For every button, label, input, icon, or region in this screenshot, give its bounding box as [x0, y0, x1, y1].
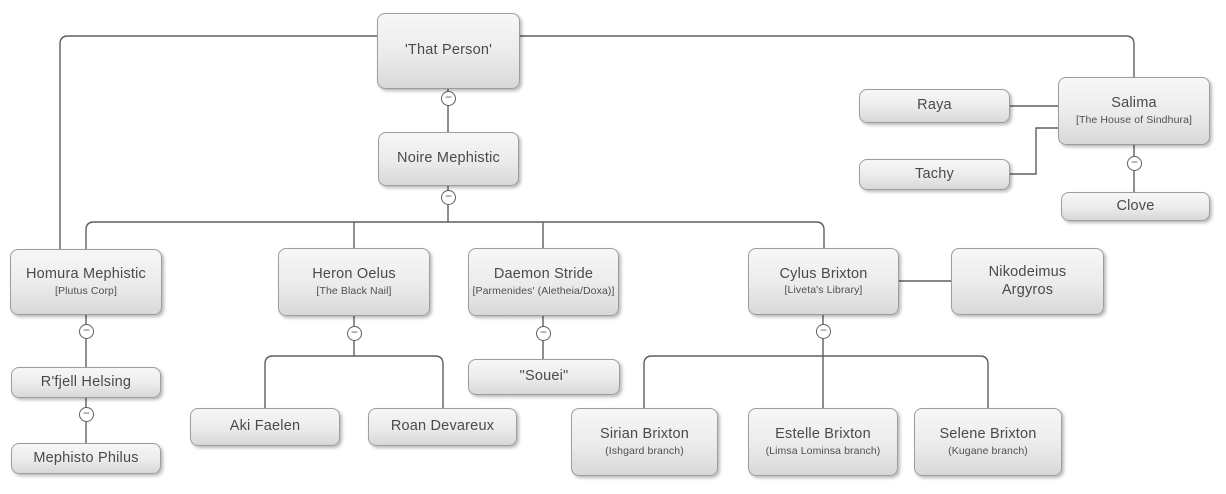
tree-node-cylus-brixton[interactable]: Cylus Brixton [Liveta's Library] — [748, 248, 899, 315]
collapse-toggle-icon[interactable]: − — [536, 326, 551, 341]
tree-node-sirian-brixton[interactable]: Sirian Brixton (Ishgard branch) — [571, 408, 718, 476]
node-name: "Souei" — [519, 368, 569, 385]
connector-children-rail-heron — [264, 355, 444, 408]
tree-node-clove[interactable]: Clove — [1061, 192, 1210, 221]
tree-node-heron-oelus[interactable]: Heron Oelus [The Black Nail] — [278, 248, 430, 316]
node-name: Homura Mephistic — [25, 266, 147, 283]
tree-node-tachy[interactable]: Tachy — [859, 159, 1010, 190]
node-subtitle: [Liveta's Library] — [784, 284, 863, 297]
node-name: Nikodeimus Argyros — [988, 263, 1067, 298]
node-subtitle: [The House of Sindhura] — [1075, 113, 1193, 126]
tree-node-homura-mephistic[interactable]: Homura Mephistic [Plutus Corp] — [10, 249, 162, 315]
node-subtitle: (Kugane branch) — [948, 444, 1028, 457]
tree-node-mephisto-philus[interactable]: Mephisto Philus — [11, 443, 161, 474]
tree-node-rfjell-helsing[interactable]: R'fjell Helsing — [11, 367, 161, 398]
connector-tachy-salima — [1010, 127, 1058, 175]
collapse-toggle-icon[interactable]: − — [347, 326, 362, 341]
node-name: Mephisto Philus — [33, 449, 139, 466]
node-name: Estelle Brixton — [775, 426, 871, 443]
node-name: 'That Person' — [404, 42, 493, 59]
node-subtitle: (Limsa Lominsa branch) — [765, 444, 881, 457]
node-name: Sirian Brixton — [599, 426, 690, 443]
collapse-toggle-icon[interactable]: − — [441, 190, 456, 205]
collapse-toggle-icon[interactable]: − — [79, 324, 94, 339]
tree-node-estelle-brixton[interactable]: Estelle Brixton (Limsa Lominsa branch) — [748, 408, 898, 476]
node-subtitle: [Parmenides' (Aletheia/Doxa)] — [472, 284, 615, 297]
collapse-toggle-icon[interactable]: − — [441, 91, 456, 106]
tree-node-raya[interactable]: Raya — [859, 89, 1010, 123]
connector-children-rail-cylus — [643, 355, 989, 408]
node-name: Noire Mephistic — [397, 150, 500, 167]
collapse-toggle-icon[interactable]: − — [79, 407, 94, 422]
tree-node-daemon-stride[interactable]: Daemon Stride [Parmenides' (Aletheia/Dox… — [468, 248, 619, 316]
node-name: Heron Oelus — [312, 266, 396, 283]
tree-node-that-person[interactable]: 'That Person' — [377, 13, 520, 89]
node-name: Tachy — [915, 165, 954, 182]
node-name: Selene Brixton — [939, 426, 1037, 443]
node-name: Daemon Stride — [493, 266, 594, 283]
collapse-toggle-icon[interactable]: − — [1127, 156, 1142, 171]
node-subtitle: (Ishgard branch) — [605, 444, 684, 457]
node-subtitle: [The Black Nail] — [316, 284, 392, 297]
node-name: Raya — [917, 97, 952, 114]
node-name: Aki Faelen — [229, 418, 301, 435]
node-name: Cylus Brixton — [779, 265, 868, 282]
tree-node-roan-devareux[interactable]: Roan Devareux — [368, 408, 517, 446]
tree-node-salima[interactable]: Salima [The House of Sindhura] — [1058, 77, 1210, 145]
connector-couple-thatperson-salima — [59, 35, 1135, 249]
tree-node-souei[interactable]: "Souei" — [468, 359, 620, 395]
node-name: Roan Devareux — [390, 418, 495, 435]
tree-node-nikodeimus-argyros[interactable]: Nikodeimus Argyros — [951, 248, 1104, 315]
node-name: Clove — [1116, 197, 1155, 214]
node-name: Salima — [1111, 95, 1157, 112]
collapse-toggle-icon[interactable]: − — [816, 324, 831, 339]
node-name: R'fjell Helsing — [40, 373, 132, 390]
connector-children-rail-noire — [85, 221, 825, 249]
tree-node-selene-brixton[interactable]: Selene Brixton (Kugane branch) — [914, 408, 1062, 476]
node-subtitle: [Plutus Corp] — [55, 284, 117, 297]
tree-node-aki-faelen[interactable]: Aki Faelen — [190, 408, 340, 446]
tree-node-noire-mephistic[interactable]: Noire Mephistic — [378, 132, 519, 186]
